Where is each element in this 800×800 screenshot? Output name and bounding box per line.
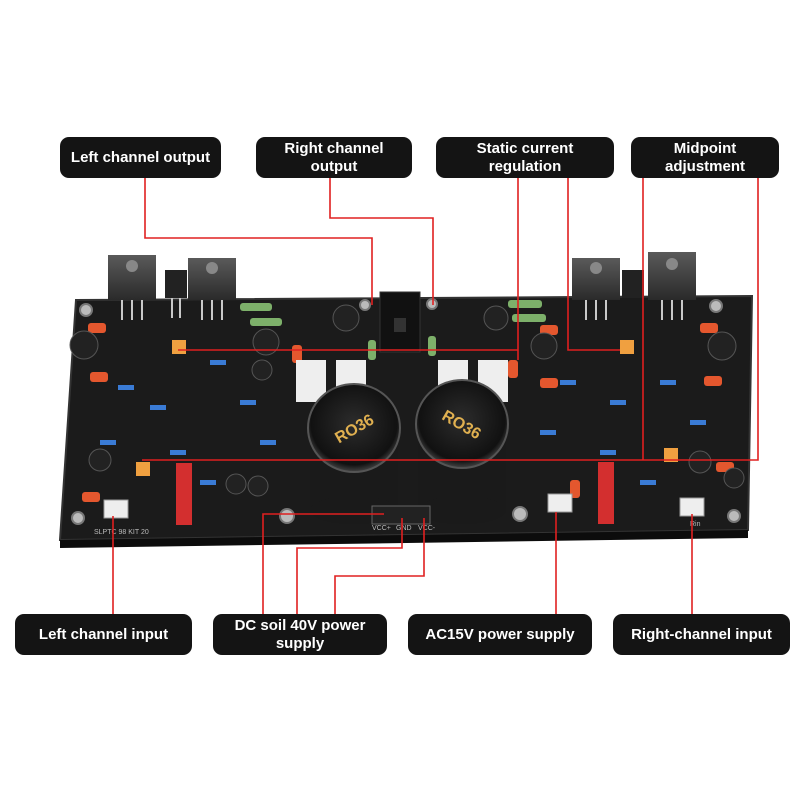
connector-label-gnd: GND <box>396 525 412 532</box>
silkscreen-kit-text: SLPTC 98 KIT 20 <box>94 529 149 536</box>
power-transistors-left <box>108 255 236 320</box>
power-transistors-right <box>572 252 696 320</box>
callout-label: Static current regulation <box>476 139 574 175</box>
mounting-holes <box>71 298 741 525</box>
callout-label: Right channel output <box>284 139 384 175</box>
callout-ac-power-supply: AC15V power supply <box>408 614 592 655</box>
callout-dc-power-supply: DC soil 40V power supply <box>213 614 387 655</box>
callout-label: Left channel output <box>70 148 211 166</box>
connector-label-vcc-plus: VCC+ <box>372 525 391 532</box>
callout-label: AC15V power supply <box>425 625 575 643</box>
callout-static-current-regulation: Static current regulation <box>436 137 614 178</box>
leader-lines <box>112 178 759 614</box>
connector-label-vcc-minus: VCC- <box>418 525 436 532</box>
filter-capacitor-right: RO36 <box>415 379 509 524</box>
connector-label-rin: Rin <box>690 521 701 528</box>
small-components <box>69 300 745 525</box>
callout-right-channel-output: Right channel output <box>256 137 412 178</box>
callout-right-channel-input: Right-channel input <box>613 614 790 655</box>
callout-midpoint-adjustment: Midpoint adjustment <box>631 137 779 178</box>
callout-left-channel-output: Left channel output <box>60 137 221 178</box>
callout-label: Left channel input <box>38 625 169 643</box>
callout-left-channel-input: Left channel input <box>15 614 192 655</box>
bridge-rectifier <box>379 291 421 353</box>
callout-label: Midpoint adjustment <box>664 139 745 175</box>
silkscreen-labels: SLPTC 98 KIT 20 VCC+ GND VCC- Rin <box>94 521 701 536</box>
callout-label: DC soil 40V power supply <box>234 616 366 652</box>
input-connectors <box>103 493 705 525</box>
callout-label: Right-channel input <box>631 625 772 643</box>
filter-capacitor-left: RO36 <box>307 383 401 524</box>
